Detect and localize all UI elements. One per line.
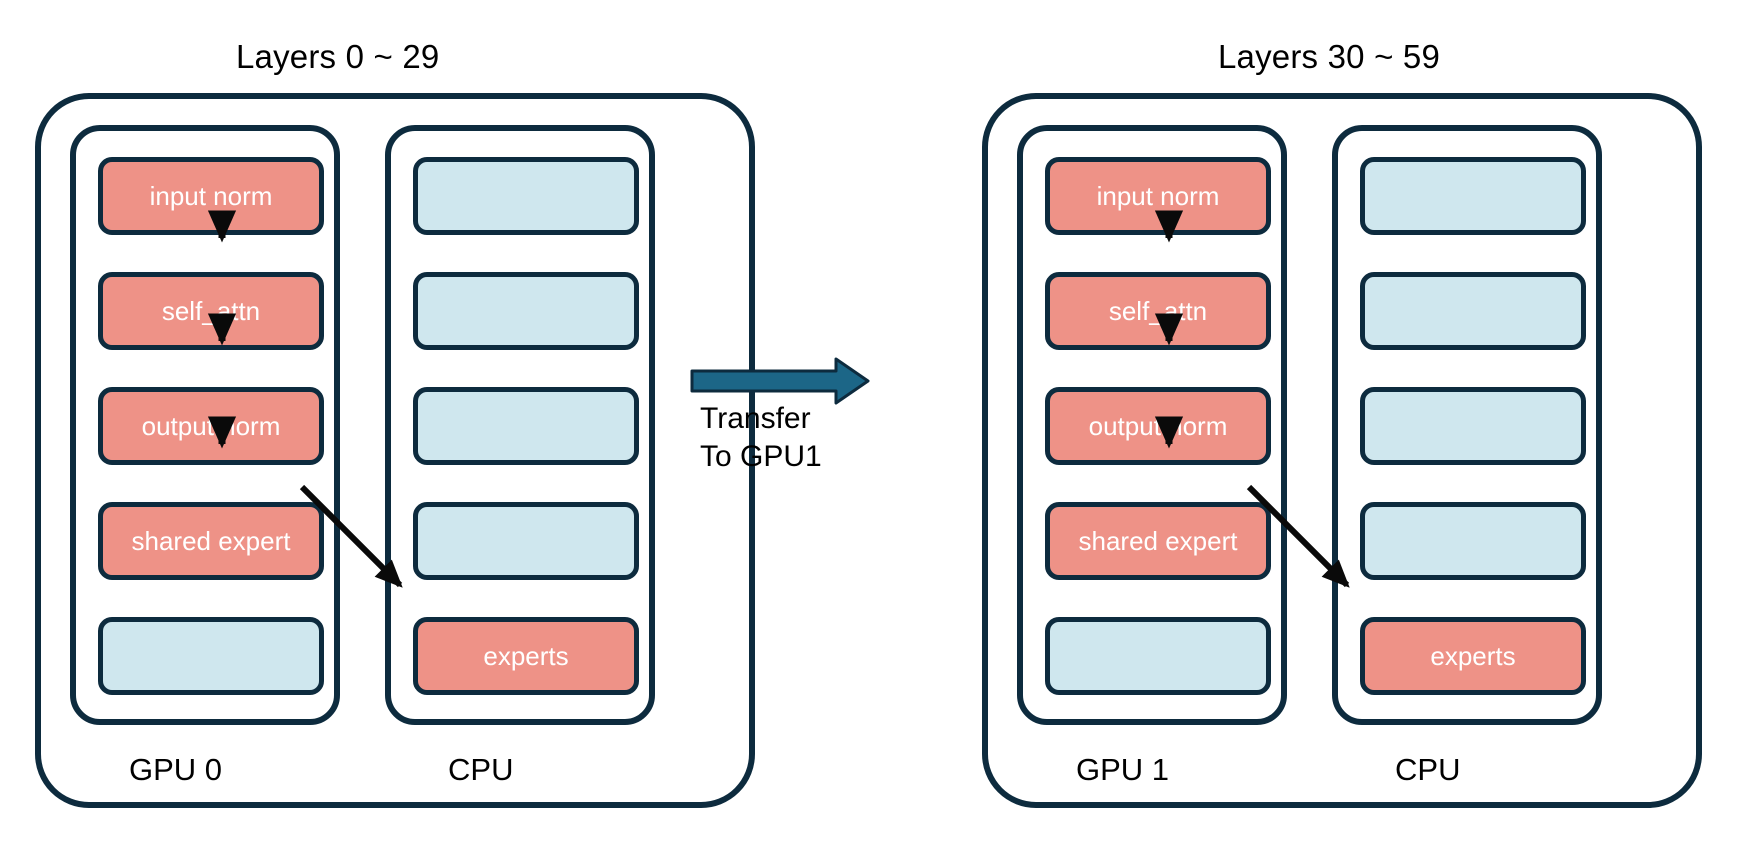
cpu1-slot-placeholder-4[interactable] — [1360, 502, 1586, 580]
gpu1-column: input norm self_attn output norm shared … — [1017, 125, 1287, 725]
gpu1-slot-empty[interactable] — [1045, 617, 1271, 695]
device-panel-left: input norm self_attn output norm shared … — [35, 93, 755, 808]
gpu1-slot-shared-expert[interactable]: shared expert — [1045, 502, 1271, 580]
gpu0-slot-output-norm[interactable]: output norm — [98, 387, 324, 465]
gpu0-column: input norm self_attn output norm shared … — [70, 125, 340, 725]
gpu0-slot-input-norm[interactable]: input norm — [98, 157, 324, 235]
cpu1-slot-placeholder-2[interactable] — [1360, 272, 1586, 350]
gpu1-slot-input-norm[interactable]: input norm — [1045, 157, 1271, 235]
gpu1-slot-self-attn[interactable]: self_attn — [1045, 272, 1271, 350]
cpu1-slot-experts[interactable]: experts — [1360, 617, 1586, 695]
panel-title-left: Layers 0 ~ 29 — [236, 38, 440, 75]
transfer-label-line2: To GPU1 — [700, 440, 822, 473]
transfer-label-line1: Transfer — [700, 402, 811, 435]
gpu0-footer-label: GPU 0 — [129, 752, 223, 787]
cpu0-slot-experts[interactable]: experts — [413, 617, 639, 695]
cpu0-column: experts — [385, 125, 655, 725]
gpu0-slot-empty[interactable] — [98, 617, 324, 695]
cpu1-slot-placeholder-3[interactable] — [1360, 387, 1586, 465]
cpu0-slot-placeholder-2[interactable] — [413, 272, 639, 350]
gpu0-slot-shared-expert[interactable]: shared expert — [98, 502, 324, 580]
device-panel-right: input norm self_attn output norm shared … — [982, 93, 1702, 808]
cpu0-footer-label: CPU — [448, 752, 514, 787]
panel-title-right: Layers 30 ~ 59 — [1218, 38, 1441, 75]
gpu0-slot-self-attn[interactable]: self_attn — [98, 272, 324, 350]
gpu1-footer-label: GPU 1 — [1076, 752, 1170, 787]
cpu0-slot-placeholder-3[interactable] — [413, 387, 639, 465]
cpu0-slot-placeholder-1[interactable] — [413, 157, 639, 235]
cpu0-slot-placeholder-4[interactable] — [413, 502, 639, 580]
gpu1-slot-output-norm[interactable]: output norm — [1045, 387, 1271, 465]
cpu1-footer-label: CPU — [1395, 752, 1461, 787]
transfer-label: Transfer To GPU1 — [700, 400, 860, 476]
cpu1-column: experts — [1332, 125, 1602, 725]
cpu1-slot-placeholder-1[interactable] — [1360, 157, 1586, 235]
